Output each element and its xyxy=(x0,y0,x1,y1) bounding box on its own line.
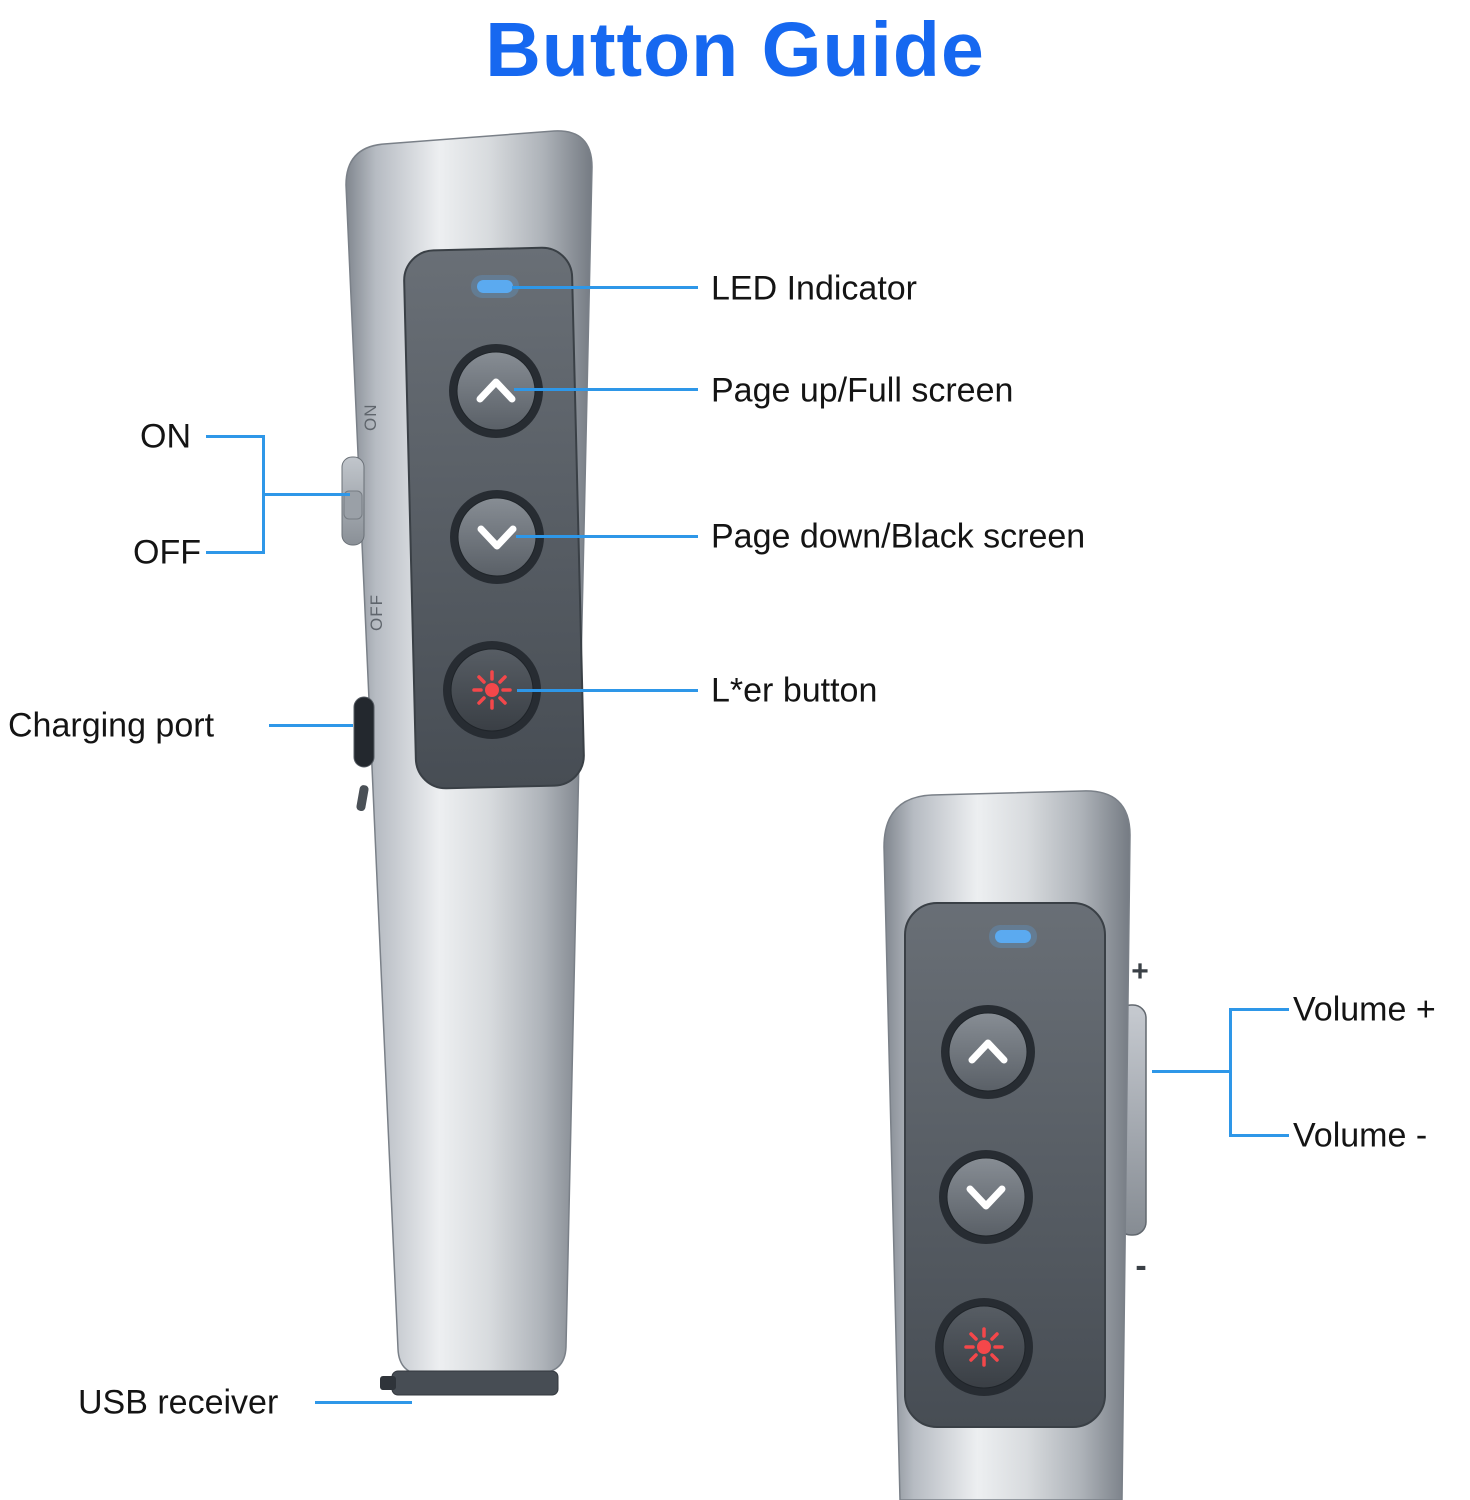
laser-burst-icon xyxy=(964,1327,1004,1367)
callout-line-volume-connector xyxy=(1152,1070,1232,1073)
charging-port xyxy=(353,696,375,768)
page-up-button xyxy=(941,1005,1035,1099)
switch-on-marking: ON xyxy=(361,404,380,432)
led-indicator xyxy=(477,280,513,293)
chevron-down-icon xyxy=(477,525,517,550)
callout-line-page-down xyxy=(516,535,698,538)
laser-button xyxy=(935,1298,1033,1396)
callout-line-switch-connector xyxy=(262,493,350,496)
laser-button xyxy=(443,641,541,739)
power-switch-knob xyxy=(343,490,363,520)
label-usb-receiver: USB receiver xyxy=(78,1383,279,1422)
callout-line-volume-plus xyxy=(1229,1008,1289,1011)
callout-line-page-up xyxy=(514,388,698,391)
label-off: OFF xyxy=(133,533,201,572)
laser-burst-icon xyxy=(472,670,512,710)
usb-receiver xyxy=(391,1370,559,1396)
label-led-indicator: LED Indicator xyxy=(711,269,917,308)
usb-receiver-tab xyxy=(380,1376,396,1390)
remote-front-view: ON OFF xyxy=(341,130,593,1396)
callout-line-on xyxy=(206,435,265,438)
chevron-up-icon xyxy=(968,1039,1008,1064)
label-on: ON xyxy=(140,417,191,456)
led-indicator xyxy=(995,930,1031,943)
page-down-button xyxy=(939,1150,1033,1244)
label-charging-port: Charging port xyxy=(8,706,215,745)
switch-off-marking: OFF xyxy=(367,594,386,631)
chevron-up-icon xyxy=(476,378,516,403)
volume-minus-marking: - xyxy=(1135,1247,1146,1285)
label-volume-plus: Volume + xyxy=(1293,990,1436,1029)
charging-port-tab xyxy=(356,785,369,812)
callout-line-laser xyxy=(517,689,698,692)
callout-line-charging-port xyxy=(269,724,353,727)
label-page-up: Page up/Full screen xyxy=(711,371,1014,410)
page-title: Button Guide xyxy=(485,7,985,93)
chevron-down-icon xyxy=(966,1185,1006,1210)
callout-line-off xyxy=(206,551,265,554)
label-volume-minus: Volume - xyxy=(1293,1116,1428,1155)
callout-line-volume-minus xyxy=(1229,1134,1289,1137)
label-laser-button: L*er button xyxy=(711,671,878,710)
page-down-button xyxy=(450,490,544,584)
volume-plus-marking: + xyxy=(1131,955,1149,988)
callout-line-usb-receiver xyxy=(315,1401,412,1404)
remote-volume-view: + - xyxy=(883,790,1149,1500)
page-up-button xyxy=(449,344,543,438)
callout-line-led xyxy=(512,286,698,289)
label-page-down: Page down/Black screen xyxy=(711,517,1086,556)
